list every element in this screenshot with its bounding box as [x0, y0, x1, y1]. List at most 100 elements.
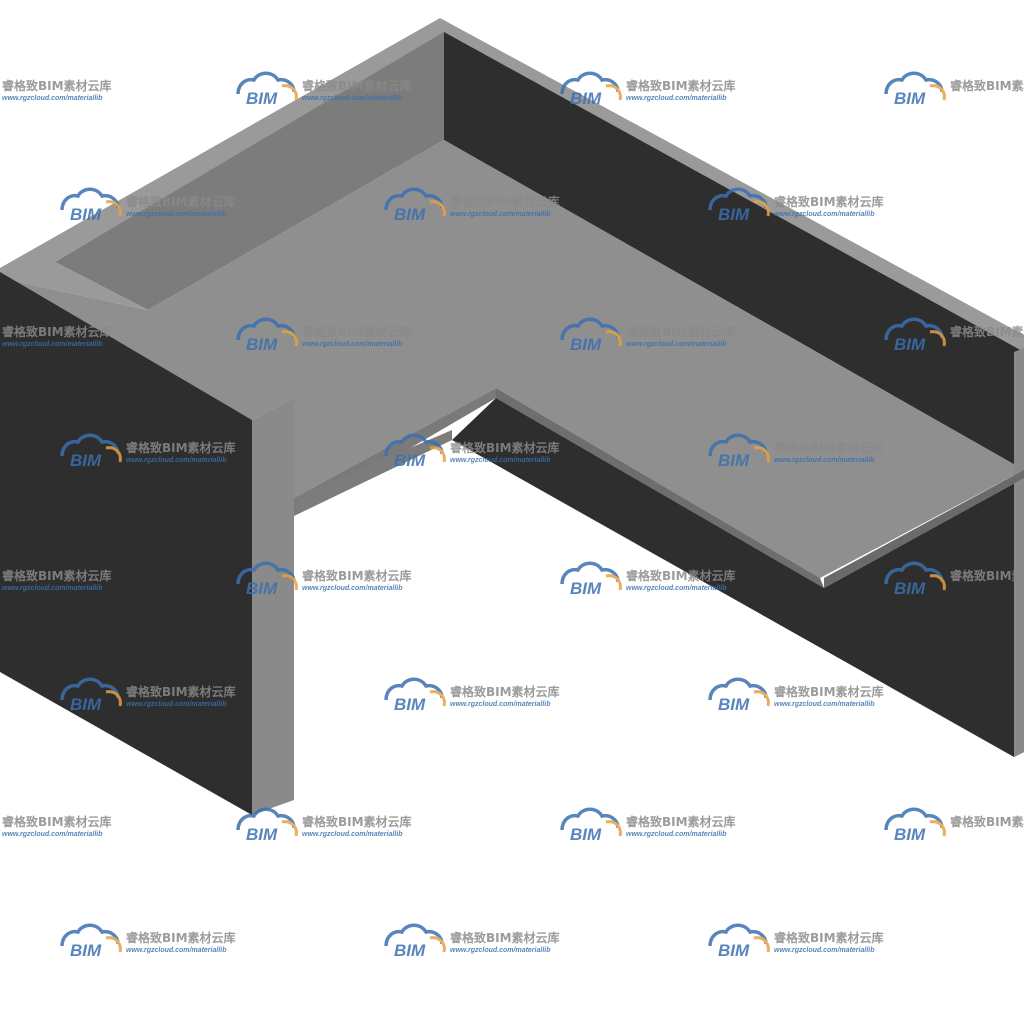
svg-text:睿格致BIM素材云库: 睿格致BIM素材云库: [774, 684, 884, 699]
svg-text:www.rgzcloud.com/materiallib: www.rgzcloud.com/materiallib: [2, 341, 103, 348]
svg-text:BIM: BIM: [70, 205, 102, 224]
watermark-logo: BIM 睿格致BIM素材云库: [884, 317, 1024, 354]
svg-text:www.rgzcloud.com/materiallib: www.rgzcloud.com/materiallib: [450, 947, 551, 954]
watermark-logo: BIM 睿格致BIM素材云库 www.rgzcloud.com/material…: [384, 187, 560, 224]
work-surface-top: [0, 140, 1024, 578]
svg-text:www.rgzcloud.com/materiallib: www.rgzcloud.com/materiallib: [774, 947, 875, 954]
svg-text:www.rgzcloud.com/materiallib: www.rgzcloud.com/materiallib: [126, 457, 227, 464]
svg-text:睿格致BIM素材云库: 睿格致BIM素材云库: [450, 440, 560, 455]
svg-text:睿格致BIM素材云库: 睿格致BIM素材云库: [302, 814, 412, 829]
svg-text:BIM: BIM: [70, 451, 102, 470]
right-end-strip: [1014, 348, 1024, 757]
inner-recess-wall: [294, 430, 452, 516]
watermark-logo: BIM 睿格致BIM素材云库 www.rgzcloud.com/material…: [384, 433, 560, 470]
svg-text:睿格致BIM素材云库: 睿格致BIM素材云库: [950, 568, 1024, 583]
watermark-logo: BIM 睿格致BIM素材云库 www.rgzcloud.com/material…: [560, 807, 736, 844]
svg-text:睿格致BIM素材云库: 睿格致BIM素材云库: [774, 930, 884, 945]
svg-text:睿格致BIM素材云库: 睿格致BIM素材云库: [126, 194, 236, 209]
svg-text:BIM: BIM: [394, 695, 426, 714]
svg-text:睿格致BIM素材云库: 睿格致BIM素材云库: [950, 78, 1024, 93]
svg-text:BIM: BIM: [894, 89, 926, 108]
svg-text:睿格致BIM素材云库: 睿格致BIM素材云库: [450, 930, 560, 945]
watermark-logo: BIM 睿格致BIM素材云库 www.rgzcloud.com/material…: [60, 187, 236, 224]
svg-text:BIM: BIM: [394, 941, 426, 960]
svg-text:睿格致BIM素材云库: 睿格致BIM素材云库: [450, 194, 560, 209]
svg-text:BIM: BIM: [718, 205, 750, 224]
svg-text:睿格致BIM素材云库: 睿格致BIM素材云库: [2, 78, 112, 93]
left-wing-top-rim: [0, 18, 444, 310]
svg-text:BIM: BIM: [246, 335, 278, 354]
svg-text:www.rgzcloud.com/materiallib: www.rgzcloud.com/materiallib: [774, 211, 875, 218]
watermark-logo: 睿格致BIM素材云库 www.rgzcloud.com/materiallib: [2, 324, 112, 348]
watermark-logo: BIM 睿格致BIM素材云库: [884, 807, 1024, 844]
watermark-logo: BIM 睿格致BIM素材云库 www.rgzcloud.com/material…: [384, 923, 560, 960]
left-outer-panel: [0, 272, 252, 815]
watermark-logo: BIM 睿格致BIM素材云库 www.rgzcloud.com/material…: [236, 71, 412, 108]
svg-text:BIM: BIM: [246, 825, 278, 844]
svg-text:睿格致BIM素材云库: 睿格致BIM素材云库: [126, 440, 236, 455]
svg-text:www.rgzcloud.com/materiallib: www.rgzcloud.com/materiallib: [2, 831, 103, 838]
svg-text:www.rgzcloud.com/materiallib: www.rgzcloud.com/materiallib: [626, 585, 727, 592]
svg-text:睿格致BIM素材云库: 睿格致BIM素材云库: [302, 324, 412, 339]
svg-text:BIM: BIM: [246, 579, 278, 598]
svg-text:BIM: BIM: [894, 335, 926, 354]
svg-text:睿格致BIM素材云库: 睿格致BIM素材云库: [2, 324, 112, 339]
watermark-logo: BIM 睿格致BIM素材云库 www.rgzcloud.com/material…: [384, 677, 560, 714]
back-wall-inner-face: [444, 30, 1024, 470]
svg-text:BIM: BIM: [394, 205, 426, 224]
svg-text:睿格致BIM素材云库: 睿格致BIM素材云库: [626, 324, 736, 339]
svg-text:www.rgzcloud.com/materiallib: www.rgzcloud.com/materiallib: [626, 95, 727, 102]
watermark-logo: 睿格致BIM素材云库 www.rgzcloud.com/materiallib: [2, 568, 112, 592]
watermark-logo: BIM 睿格致BIM素材云库 www.rgzcloud.com/material…: [60, 923, 236, 960]
svg-text:BIM: BIM: [570, 335, 602, 354]
watermark-logo: BIM 睿格致BIM素材云库 www.rgzcloud.com/material…: [60, 677, 236, 714]
svg-text:睿格致BIM素材云库: 睿格致BIM素材云库: [950, 814, 1024, 829]
svg-text:www.rgzcloud.com/materiallib: www.rgzcloud.com/materiallib: [626, 831, 727, 838]
svg-text:www.rgzcloud.com/materiallib: www.rgzcloud.com/materiallib: [2, 585, 103, 592]
right-front-panel-top: [824, 470, 1024, 588]
svg-text:BIM: BIM: [894, 579, 926, 598]
watermark-logo: BIM 睿格致BIM素材云库 www.rgzcloud.com/material…: [560, 561, 736, 598]
svg-text:睿格致BIM素材云库: 睿格致BIM素材云库: [302, 78, 412, 93]
watermark-logo: BIM 睿格致BIM素材云库 www.rgzcloud.com/material…: [708, 433, 884, 470]
back-wall-top-rim: [440, 18, 1024, 352]
watermark-logo: BIM 睿格致BIM素材云库 www.rgzcloud.com/material…: [236, 317, 412, 354]
work-surface-front-lip: [496, 388, 824, 588]
watermark-logo: BIM 睿格致BIM素材云库 www.rgzcloud.com/material…: [708, 677, 884, 714]
left-corner-pillar-face: [252, 398, 294, 815]
reception-desk-model: [0, 18, 1024, 815]
svg-text:睿格致BIM素材云库: 睿格致BIM素材云库: [126, 930, 236, 945]
svg-text:睿格致BIM素材云库: 睿格致BIM素材云库: [626, 78, 736, 93]
svg-text:睿格致BIM素材云库: 睿格致BIM素材云库: [302, 568, 412, 583]
watermark-logo: BIM 睿格致BIM素材云库 www.rgzcloud.com/material…: [60, 433, 236, 470]
watermark-logo: BIM 睿格致BIM素材云库: [884, 71, 1024, 108]
svg-text:www.rgzcloud.com/materiallib: www.rgzcloud.com/materiallib: [302, 585, 403, 592]
svg-text:www.rgzcloud.com/materiallib: www.rgzcloud.com/materiallib: [302, 831, 403, 838]
svg-text:www.rgzcloud.com/materiallib: www.rgzcloud.com/materiallib: [450, 457, 551, 464]
watermark-logo: BIM 睿格致BIM素材云库: [884, 561, 1024, 598]
svg-text:www.rgzcloud.com/materiallib: www.rgzcloud.com/materiallib: [126, 701, 227, 708]
svg-text:睿格致BIM素材云库: 睿格致BIM素材云库: [626, 814, 736, 829]
svg-text:睿格致BIM素材云库: 睿格致BIM素材云库: [950, 324, 1024, 339]
svg-text:BIM: BIM: [894, 825, 926, 844]
watermark-logo: 睿格致BIM素材云库 www.rgzcloud.com/materiallib: [2, 814, 112, 838]
svg-text:www.rgzcloud.com/materiallib: www.rgzcloud.com/materiallib: [2, 95, 103, 102]
svg-text:BIM: BIM: [570, 579, 602, 598]
watermark-logo: BIM 睿格致BIM素材云库 www.rgzcloud.com/material…: [560, 71, 736, 108]
svg-text:BIM: BIM: [70, 941, 102, 960]
svg-text:www.rgzcloud.com/materiallib: www.rgzcloud.com/materiallib: [302, 95, 403, 102]
watermark-logo: BIM 睿格致BIM素材云库 www.rgzcloud.com/material…: [236, 561, 412, 598]
watermark-logo: BIM 睿格致BIM素材云库 www.rgzcloud.com/material…: [708, 923, 884, 960]
svg-text:睿格致BIM素材云库: 睿格致BIM素材云库: [450, 684, 560, 699]
svg-text:BIM: BIM: [570, 89, 602, 108]
watermark-logo: BIM 睿格致BIM素材云库 www.rgzcloud.com/material…: [560, 317, 736, 354]
svg-text:睿格致BIM素材云库: 睿格致BIM素材云库: [626, 568, 736, 583]
watermark-logo: BIM 睿格致BIM素材云库 www.rgzcloud.com/material…: [236, 807, 412, 844]
svg-text:www.rgzcloud.com/materiallib: www.rgzcloud.com/materiallib: [126, 947, 227, 954]
svg-text:www.rgzcloud.com/materiallib: www.rgzcloud.com/materiallib: [774, 701, 875, 708]
svg-text:www.rgzcloud.com/materiallib: www.rgzcloud.com/materiallib: [302, 341, 403, 348]
svg-text:BIM: BIM: [70, 695, 102, 714]
svg-text:www.rgzcloud.com/materiallib: www.rgzcloud.com/materiallib: [774, 457, 875, 464]
svg-text:BIM: BIM: [394, 451, 426, 470]
